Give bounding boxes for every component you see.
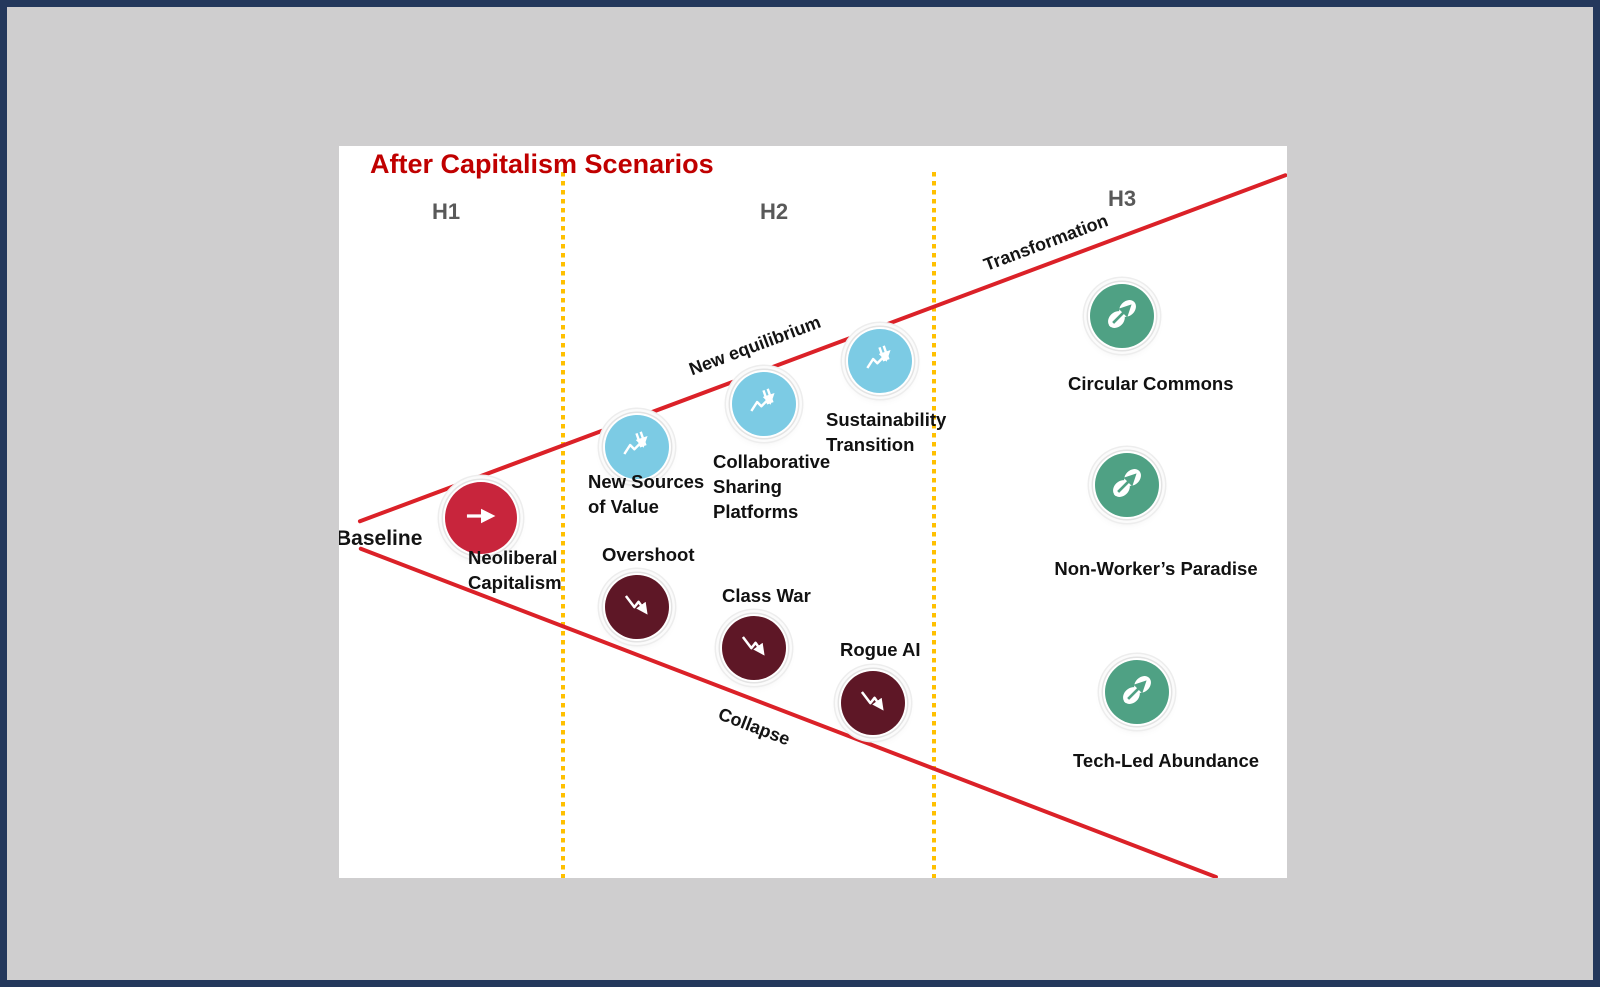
linked-commons-icon [1102,294,1142,339]
new-equilibrium-label: New equilibrium [686,311,824,380]
decline-arrow-icon [735,627,773,670]
diagram-title: After Capitalism Scenarios [370,149,714,179]
scenario-circle-non-workers-paradise [1095,453,1159,517]
horizon-label-h3: H3 [1107,186,1137,211]
baseline-label: Baseline [339,527,423,550]
scenario-circle-class-war [722,616,786,680]
decline-arrow-icon [618,586,656,629]
scenario-label-overshoot: Overshoot [602,544,695,565]
scenario-circle-collaborative-sharing-platforms [732,372,796,436]
disrupted-growth-icon [745,383,783,426]
scenario-circle-tech-led-abundance [1105,660,1169,724]
scenario-label-circular-commons: Circular Commons [1068,373,1234,394]
scenario-circle-sustainability-transition [848,329,912,393]
horizon-label-h1: H1 [431,199,461,224]
divider-h1-h2 [561,172,565,878]
scenario-label-non-workers-paradise: Non-Worker’s Paradise [1054,558,1258,579]
scenario-label-tech-led-abundance: Tech-Led Abundance [1073,750,1260,771]
scenario-circle-neoliberal-capitalism [445,482,517,554]
scenario-label-rogue-ai: Rogue AI [840,639,921,660]
linked-commons-icon [1117,670,1157,715]
scenario-label-collaborative-sharing-platforms: Collaborative Sharing Platforms [713,451,831,522]
disrupted-growth-icon [861,340,899,383]
scenario-circle-overshoot [605,575,669,639]
horizon-label-h2: H2 [759,199,789,224]
scenario-label-neoliberal-capitalism: Neoliberal Capitalism [468,547,562,593]
scenario-label-sustainability-transition: Sustainability Transition [826,409,947,455]
scenario-label-new-sources-of-value: New Sources of Value [588,471,705,517]
scenario-circle-rogue-ai [841,671,905,735]
right-arrow-icon [459,494,503,543]
scenario-circle-new-sources-of-value [605,415,669,479]
scenario-label-class-war: Class War [722,585,811,606]
diagram-panel: After Capitalism Scenarios H1 H2 H3 Base… [339,146,1287,878]
linked-commons-icon [1107,463,1147,508]
decline-arrow-icon [854,682,892,725]
disrupted-growth-icon [618,426,656,469]
divider-h2-h3 [932,172,936,878]
scenario-circle-circular-commons [1090,284,1154,348]
